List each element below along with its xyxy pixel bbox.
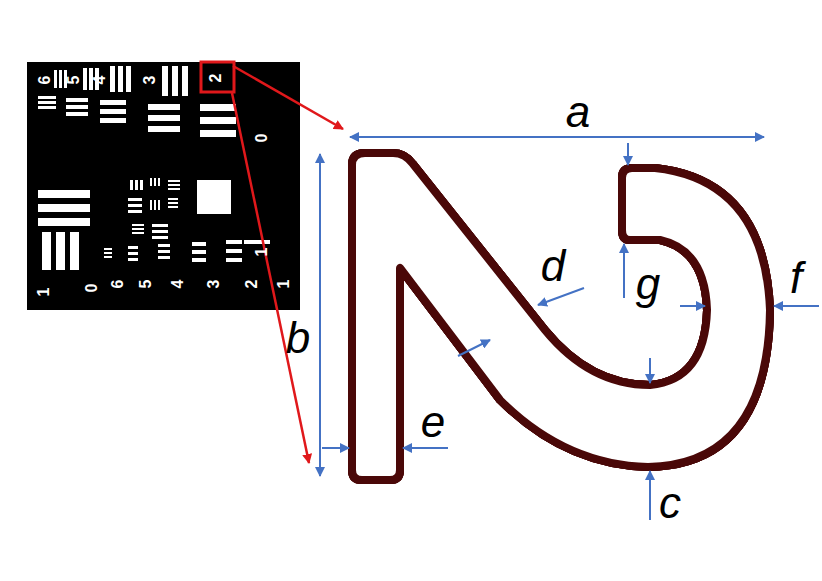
target-number: 4 (92, 76, 108, 85)
zoom-arrow (232, 93, 309, 463)
target-number: 5 (66, 76, 82, 85)
target-number: 1 (276, 280, 292, 289)
target-number: 4 (170, 280, 186, 289)
dimension-letter: c (659, 481, 681, 525)
target-number: 6 (37, 76, 53, 85)
target-number: 3 (142, 76, 158, 85)
dimension-letter: e (421, 400, 445, 444)
dimension-letter: f (790, 256, 802, 300)
zoom-arrow (233, 66, 343, 129)
target-photo (27, 62, 300, 310)
dimension-letter: a (566, 90, 590, 134)
target-number: 5 (138, 280, 154, 289)
target-number: 2 (208, 74, 224, 83)
target-number: 0 (254, 134, 270, 143)
target-number: 1 (254, 248, 270, 257)
target-number: 1 (36, 288, 52, 297)
target-number: 6 (110, 280, 126, 289)
dimension-letter: b (286, 316, 310, 360)
dimension-letter: g (636, 262, 660, 306)
target-number: 2 (244, 280, 260, 289)
target-number: 3 (206, 280, 222, 289)
numeral-contour (352, 153, 770, 480)
dimension-letter: d (541, 244, 565, 288)
target-number: 0 (84, 284, 100, 293)
dimension-arrows (320, 137, 819, 520)
